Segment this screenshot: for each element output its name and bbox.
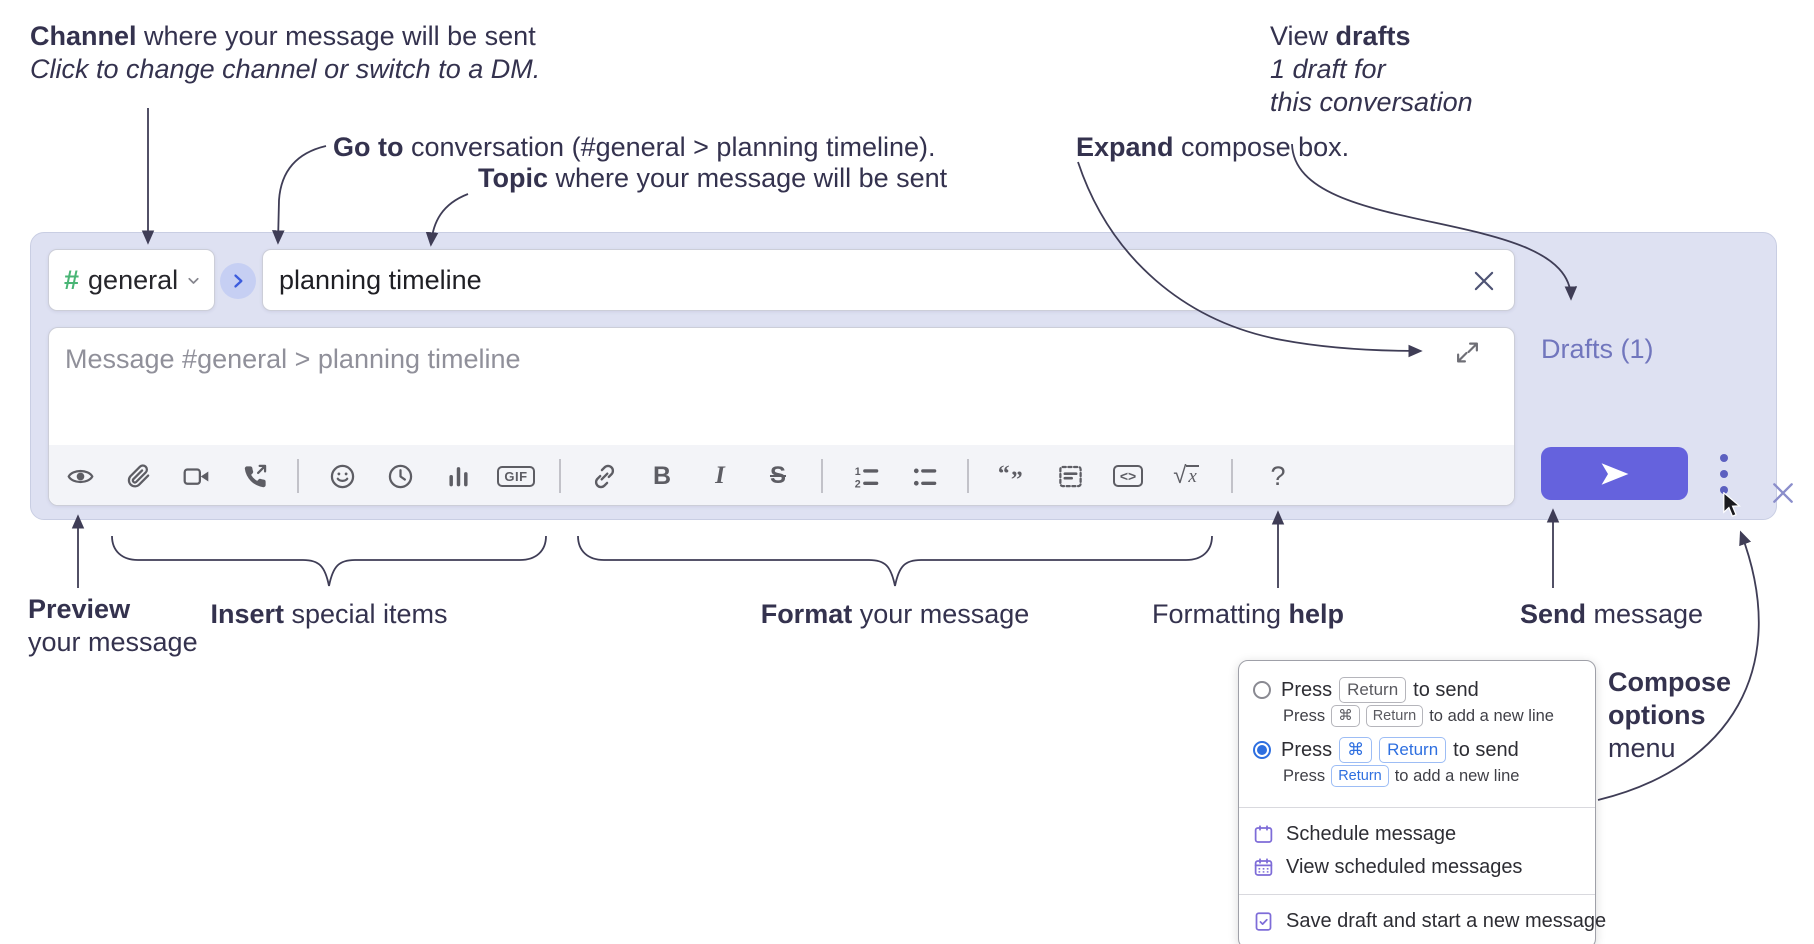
drafts-link[interactable]: Drafts (1) xyxy=(1541,334,1654,364)
shortcut-text: Press xyxy=(1283,706,1326,725)
send-annotation: Send message xyxy=(1520,599,1704,629)
gif-icon[interactable]: GIF xyxy=(497,457,535,495)
chevron-down-icon xyxy=(185,272,202,289)
svg-text:”: ” xyxy=(1010,467,1022,490)
key-cap: Return xyxy=(1331,765,1389,787)
clear-topic-icon[interactable] xyxy=(1468,265,1500,297)
key-cap: ⌘ xyxy=(1339,737,1373,763)
audio-call-icon[interactable] xyxy=(235,457,273,495)
link-icon[interactable] xyxy=(585,457,623,495)
channel-annotation: Channel where your message will be sent … xyxy=(30,21,541,84)
close-compose-icon[interactable] xyxy=(1765,475,1801,511)
shortcut-text: to send xyxy=(1413,678,1479,701)
key-cap: Return xyxy=(1365,705,1424,727)
save-draft-icon xyxy=(1253,911,1274,932)
send-button[interactable] xyxy=(1541,447,1688,500)
goto-conversation-button[interactable] xyxy=(220,263,256,299)
topic-input-wrapper xyxy=(262,249,1515,311)
format-annotation: Format your message xyxy=(760,599,1030,629)
strikethrough-icon[interactable]: S xyxy=(769,462,786,489)
insert-annotation: Insert special items xyxy=(210,599,448,629)
poll-icon[interactable] xyxy=(439,457,477,495)
toolbar-divider xyxy=(297,459,299,493)
chevron-right-icon xyxy=(234,274,243,288)
channel-name: general xyxy=(88,264,179,295)
key-cap: Return xyxy=(1379,737,1447,763)
italic-icon[interactable]: I xyxy=(715,462,725,489)
shortcut-text: to send xyxy=(1453,738,1519,761)
mouse-cursor xyxy=(1723,492,1742,517)
spoiler-icon[interactable] xyxy=(1051,457,1089,495)
menu-item-label: View scheduled messages xyxy=(1286,856,1523,878)
svg-text:1: 1 xyxy=(854,465,860,477)
send-shortcut-option[interactable]: Press ⌘Return to send xyxy=(1253,737,1581,763)
toolbar-divider xyxy=(559,459,561,493)
key-cap: Return xyxy=(1339,677,1407,703)
shortcut-text: to add a new line xyxy=(1394,766,1520,785)
menu-item-save-draft-and-start-a-new-mes[interactable]: Save draft and start a new message xyxy=(1253,905,1606,938)
svg-text:2: 2 xyxy=(854,478,860,489)
radio-icon[interactable] xyxy=(1253,681,1271,699)
bold-icon[interactable]: B xyxy=(652,461,672,490)
menu-item-label: Save draft and start a new message xyxy=(1286,910,1607,932)
shortcut-text: Press xyxy=(1281,678,1333,701)
send-icon xyxy=(1601,462,1628,485)
emoji-icon[interactable] xyxy=(323,457,361,495)
shortcut-text: to add a new line xyxy=(1429,706,1554,725)
radio-selected-icon[interactable] xyxy=(1253,741,1271,759)
send-shortcut-subtext: Press Return to add a new line xyxy=(1283,765,1581,787)
compose-options-menu-button[interactable] xyxy=(1706,450,1742,498)
preview-icon[interactable] xyxy=(61,457,99,495)
expand-annotation: Expand compose box. xyxy=(1076,132,1350,162)
help-icon[interactable]: ? xyxy=(1270,460,1286,491)
message-input[interactable] xyxy=(49,328,1514,440)
toolbar-divider xyxy=(1231,459,1233,493)
video-call-icon[interactable] xyxy=(177,457,215,495)
topic-annotation: Topic where your message will be sent xyxy=(478,163,948,193)
toolbar-divider xyxy=(821,459,823,493)
svg-text:“: “ xyxy=(999,463,1010,487)
send-shortcut-option[interactable]: Press Return to send xyxy=(1253,677,1581,703)
scheduled-messages-icon xyxy=(1253,857,1274,878)
expand-compose-icon[interactable] xyxy=(1455,340,1480,370)
bulleted-list-icon[interactable] xyxy=(905,457,943,495)
time-icon[interactable] xyxy=(381,457,419,495)
quote-icon[interactable]: “” xyxy=(993,457,1031,495)
compose-toolbar xyxy=(49,445,1514,505)
schedule-icon xyxy=(1253,824,1274,845)
attach-file-icon[interactable] xyxy=(119,457,157,495)
topic-input[interactable] xyxy=(263,250,1514,310)
send-shortcut-subtext: Press ⌘Return to add a new line xyxy=(1283,705,1581,727)
shortcut-text: Press xyxy=(1281,738,1333,761)
math-icon[interactable]: √x xyxy=(1173,462,1199,489)
shortcut-text: Press xyxy=(1283,766,1326,785)
channel-selector[interactable]: # general xyxy=(48,249,215,311)
toolbar-divider xyxy=(967,459,969,493)
code-icon[interactable]: <> xyxy=(1109,457,1147,495)
help-annotation: Formatting help xyxy=(1151,599,1345,629)
menu-item-label: Schedule message xyxy=(1286,823,1457,845)
key-cap: ⌘ xyxy=(1331,705,1360,727)
view-drafts-annotation: View drafts 1 draft for this conversatio… xyxy=(1270,21,1473,117)
preview-annotation: Preview your message xyxy=(28,594,198,657)
goto-annotation: Go to conversation (#general > planning … xyxy=(333,132,936,162)
menu-item-view-scheduled-messages[interactable]: View scheduled messages xyxy=(1253,851,1581,884)
compose-options-annotation: Compose options menu xyxy=(1608,667,1732,763)
menu-item-schedule-message[interactable]: Schedule message xyxy=(1253,818,1581,851)
channel-hash-icon: # xyxy=(64,264,80,295)
